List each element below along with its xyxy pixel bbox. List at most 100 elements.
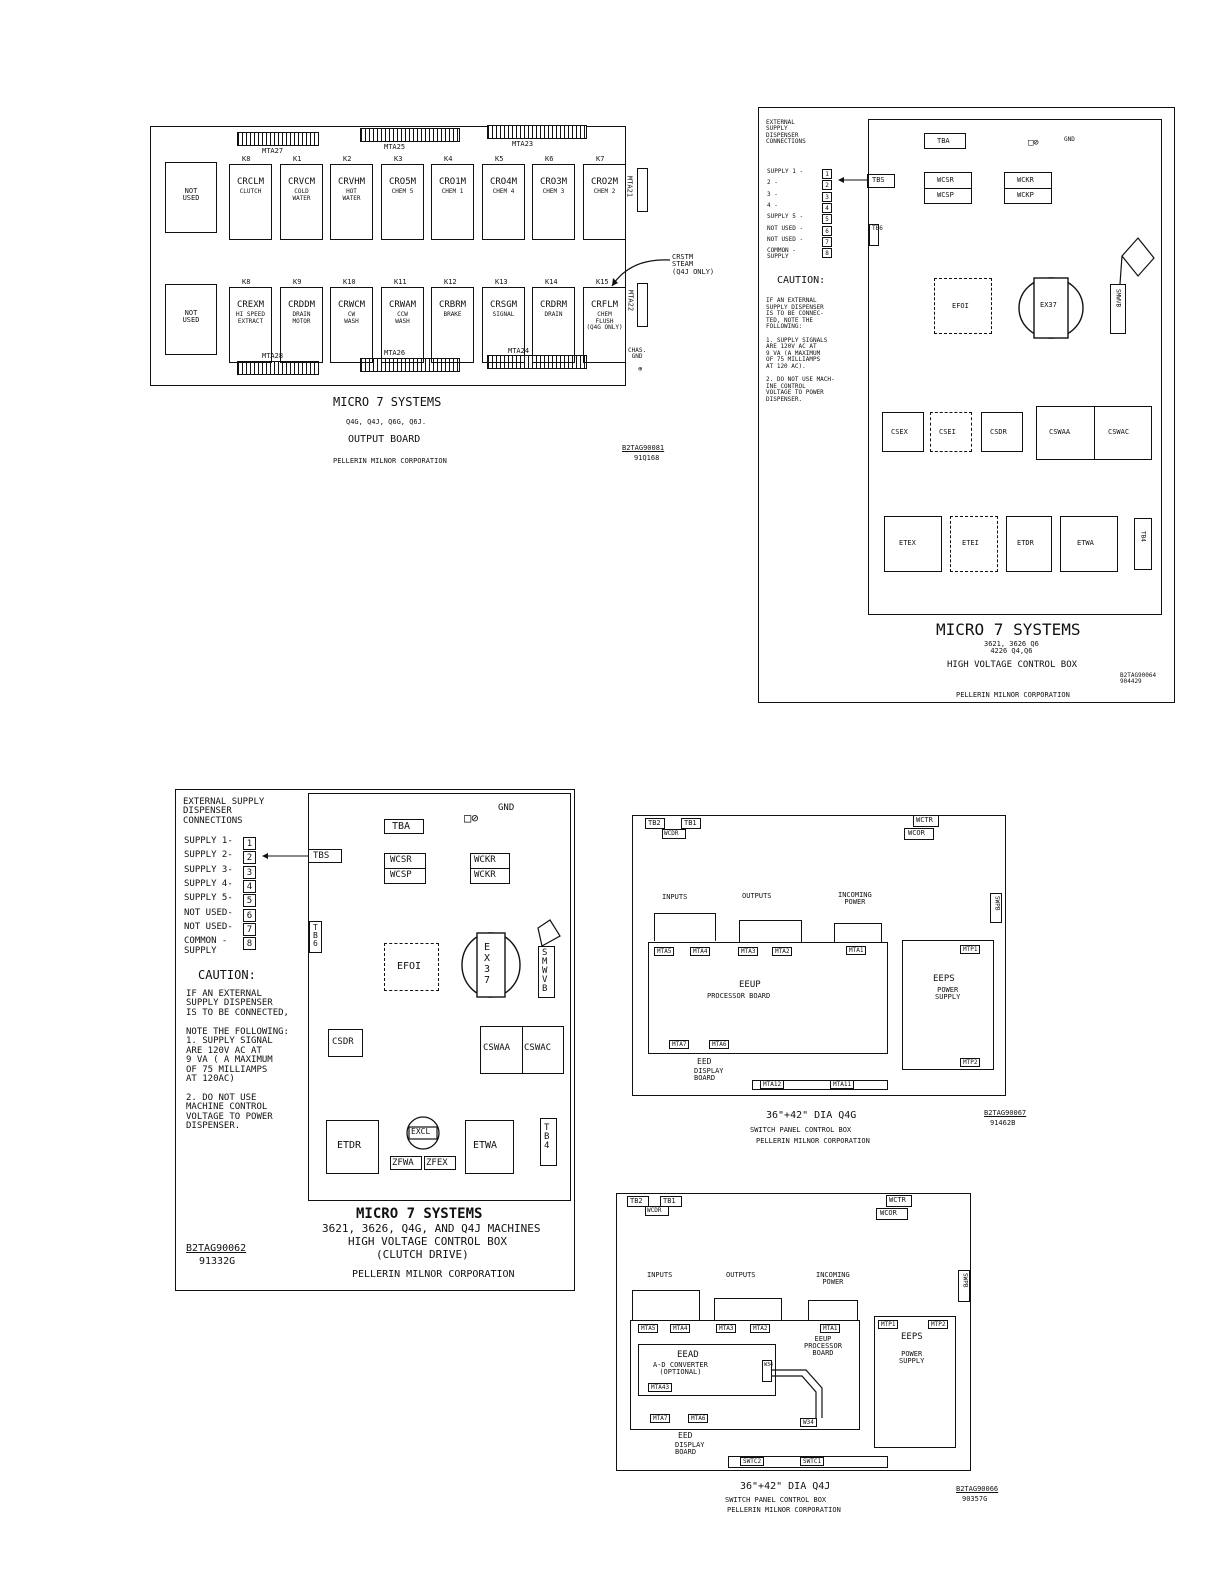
mta26-label: MTA26 [384,349,406,357]
terminal-8: 8 [822,248,832,259]
switch-q4g-tb1-label: TB1 [684,819,697,827]
mta23-connector [487,125,587,139]
switch-q4j-mta4: MTA4 [670,1324,691,1333]
switch-q4j-eeps: EEPS POWER SUPPLY [874,1316,956,1448]
hv-q6-tb6-label: TB6 [872,225,883,232]
switch-q4j-mta3: MTA3 [716,1324,737,1333]
relay-code: CRSGM [489,300,518,310]
mta25-connector [360,128,460,142]
relay-function: HOT WATER [342,188,361,202]
relay-bottom-k-label: K14 [545,278,558,286]
hv-clutch-outer-frame [175,789,575,1291]
mta24-label: MTA24 [508,347,530,355]
switch-q4j-wcdr-label: WCDR [647,1207,662,1214]
hv-q6-etdr: ETDR [1006,516,1052,572]
switch-q4g-mta12: MTA12 [760,1080,785,1089]
switch-q4j-tb1-label: TB1 [663,1197,676,1205]
relay-top-k-label: K7 [596,155,605,163]
terminal-6: 6 [822,225,832,236]
hv-clutch-wckr: WCKR [474,855,496,865]
relay-function: CLUTCH [239,188,262,195]
output-board-company: PELLERIN MILNOR CORPORATION [333,457,447,465]
relay-bottom-k-label: K10 [343,278,356,286]
switch-q4g-power-label: POWER SUPPLY [935,986,961,1002]
switch-q4g-side-conn: SWPB [990,893,1002,923]
switch-q4g-mta11: MTA11 [830,1080,855,1089]
switch-q4j-tb1: TB1 [660,1196,682,1207]
switch-q4g-mta7: MTA7 [669,1040,690,1049]
relay-code: CRCLM [236,177,265,187]
switch-q4g-title: 36"+42" DIA Q4G [766,1110,857,1121]
hv-clutch-etdr: ETDR [326,1120,379,1174]
hv-q6-ete1-label: ETEI [962,539,979,547]
switch-q4g-outputs-label: OUTPUTS [742,892,772,900]
terminal-3: 3 [243,865,256,879]
relay-code: CRO5M [388,177,417,187]
relay-function: HI SPEED EXTRACT [236,311,265,325]
hv-clutch-cswac: CSWAC [524,1043,552,1053]
hv-q6-csdr: CSDR [981,412,1023,452]
hv-q6-csex: CSEX [882,412,924,452]
relay-top-k-label: K2 [343,155,352,163]
hv-clutch-zfex: ZFEX [424,1156,456,1170]
switch-q4j-wctr: WCTR [886,1195,912,1207]
output-board-models: Q4G, Q4J, Q6G, Q6J. [346,418,427,426]
hv-q6-csdr-label: CSDR [990,428,1007,436]
switch-q4g-tb2: TB2 [645,818,665,829]
hv-q6-tba: TBA [924,133,966,149]
hv-q6-panel [868,119,1162,615]
hv-q6-efoi: EFOI [934,278,992,334]
hv-clutch-tba-label: TBA [392,821,411,832]
hv-q6-wckr: WCKR [1017,176,1034,184]
supply-row-label: NOT USED - [767,235,804,243]
hv-clutch-wcsp: WCSP [390,870,412,880]
switch-q4j-outputs-cable [714,1298,782,1320]
hv-q6-tb6: TB6 [869,224,883,246]
output-board-name: OUTPUT BOARD [348,434,421,445]
switch-q4j-eeup: EEUP PROCESSOR BOARD [804,1335,842,1357]
terminal-1: 1 [243,837,256,850]
hv-clutch-ext-supply: EXTERNAL SUPPLY DISPENSER CONNECTIONS [183,797,265,826]
relay-function: DRAIN MOTOR [292,311,311,325]
supply-row-label: SUPPLY 3- [184,864,233,875]
output-board-title: MICRO 7 SYSTEMS [333,395,442,409]
switch-q4j-outputs-label: OUTPUTS [726,1271,756,1279]
relay-function: CHEM 5 [391,188,414,195]
hv-clutch-csdr: CSDR [328,1029,363,1057]
hv-clutch-ground-icon: □⊘ [464,811,479,825]
switch-q4g-mta3: MTA3 [738,947,759,956]
hv-clutch-models: 3621, 3626, Q4G, AND Q4J MACHINES [322,1222,541,1235]
relay-function: CCW WASH [395,311,410,325]
relay-top-k-label: K5 [495,155,504,163]
switch-q4g-wcor-label: WCOR [908,829,925,837]
terminal-3: 3 [822,191,832,202]
supply-row-label: NOT USED - [767,224,804,232]
hv-q6-caution-title: CAUTION: [777,275,826,286]
hv-q6-cse1-label: CSEI [939,428,956,436]
switch-q4j-incoming-cable [808,1300,858,1320]
hv-clutch-desc: HIGH VOLTAGE CONTROL BOX [348,1235,507,1248]
hv-clutch-wckr2: WCKR [474,870,496,880]
relay-function: CHEM 4 [492,188,515,195]
output-board-part: B2TAG90081 [622,444,665,452]
hv-q6-tbs-label: TBS [872,176,885,184]
supply-row-label: SUPPLY 5- [184,893,233,904]
hv-clutch-part: B2TAG90062 [186,1243,247,1254]
terminal-7: 7 [243,922,256,936]
switch-q4g-part: B2TAG90067 [984,1109,1027,1117]
relay-top-k-label: K4 [444,155,453,163]
switch-q4g-mtp2: MTP2 [960,1058,981,1067]
switch-q4j-inputs-cable [632,1290,700,1320]
hv-q6-smwvb-label: SMWVB [1114,289,1122,308]
switch-q4j-part: B2TAG90066 [956,1485,999,1493]
relay-top-k-label: K6 [545,155,554,163]
mta22-label: MTA22 [626,290,635,312]
switch-q4g-display: DISPLAY BOARD [694,1067,724,1082]
